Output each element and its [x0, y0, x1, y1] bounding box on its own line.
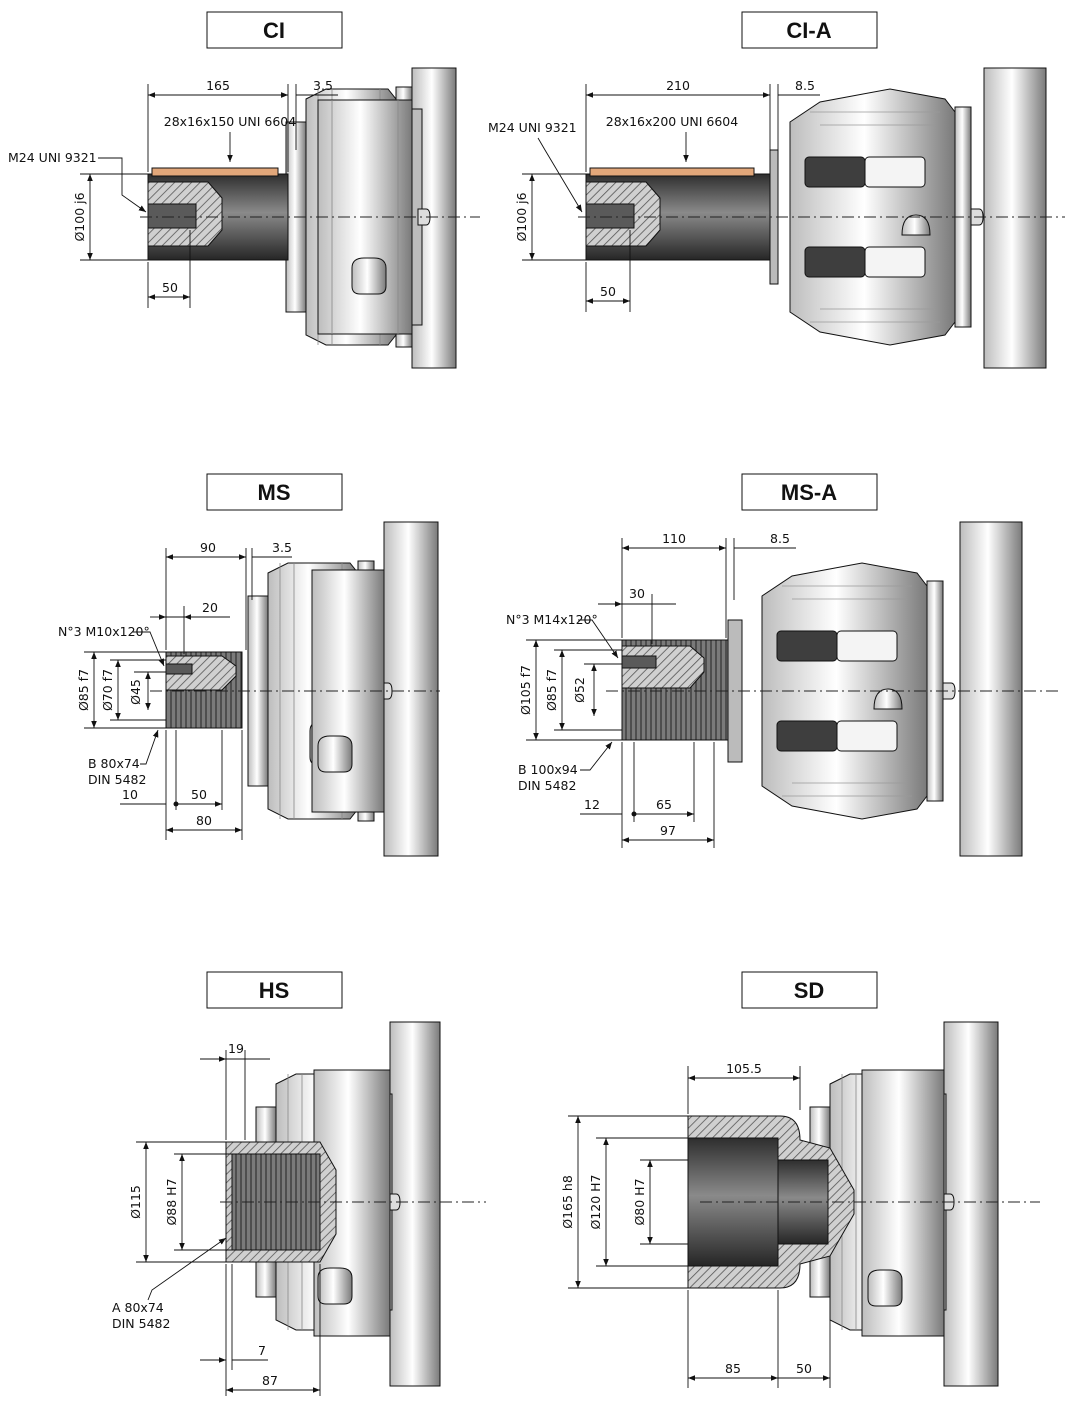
view-ms-a: MS-A 110 8.5 30 N°3 M14x120° Ø105 f7 Ø85…: [506, 473, 1060, 857]
dim-offset: 3.5: [272, 540, 292, 555]
shaft-diameter: Ø100 j6: [72, 192, 87, 241]
diam-inner: Ø88 H7: [164, 1178, 179, 1225]
diam-mid: Ø120 H7: [588, 1174, 603, 1229]
dim-length: 165: [206, 78, 230, 93]
dim-thread-depth: 30: [629, 586, 645, 601]
view-title-box: [206, 971, 343, 1009]
dim-a: 12: [584, 797, 600, 812]
spline-spec-line2: DIN 5482: [518, 778, 576, 793]
spline-spec-line2: DIN 5482: [88, 772, 146, 787]
view-title-box: [741, 473, 878, 511]
dim-a: 10: [122, 787, 138, 802]
shaft-key: [589, 167, 755, 177]
dim-offset: 3.5: [313, 78, 333, 93]
dim-length: 210: [666, 78, 690, 93]
inspection-port: [317, 1267, 353, 1305]
dim-offset: 8.5: [770, 531, 790, 546]
key-spec: 28x16x200 UNI 6604: [606, 114, 738, 129]
dim-length: 90: [200, 540, 216, 555]
diam-outer: Ø85 f7: [76, 669, 91, 711]
shaft-key: [151, 167, 279, 177]
view-title-box: [206, 473, 343, 511]
diam-mid: Ø70 f7: [100, 669, 115, 711]
dim-bottom: 87: [262, 1373, 278, 1388]
view-title: CI-A: [786, 18, 831, 43]
dim-left: 85: [725, 1361, 741, 1376]
view-title: CI: [263, 18, 285, 43]
thread-spec: N°3 M14x120°: [506, 612, 598, 627]
thread-spec: N°3 M10x120°: [58, 624, 150, 639]
dim-right: 50: [796, 1361, 812, 1376]
inspection-port: [867, 1269, 903, 1307]
thread-spec: M24 UNI 9321: [8, 150, 97, 165]
dim-length: 110: [662, 531, 686, 546]
view-title: HS: [259, 978, 290, 1003]
spline-spec-line1: B 100x94: [518, 762, 578, 777]
dim-top: 19: [228, 1041, 244, 1056]
diam-inner: Ø52: [572, 677, 587, 703]
inspection-port: [317, 735, 353, 773]
spline-spec-line1: A 80x74: [112, 1300, 164, 1315]
dim-thread: 50: [600, 284, 616, 299]
motor-flange: [959, 521, 1023, 857]
shaft-diameter: Ø100 j6: [514, 192, 529, 241]
dim-thread: 50: [162, 280, 178, 295]
dim-thread-depth: 20: [202, 600, 218, 615]
dim-small: 7: [258, 1343, 266, 1358]
dim-b: 65: [656, 797, 672, 812]
dim-c: 97: [660, 823, 676, 838]
view-title: MS: [258, 480, 291, 505]
dim-c: 80: [196, 813, 212, 828]
diam-mid: Ø85 f7: [544, 669, 559, 711]
spline-spec-line1: B 80x74: [88, 756, 140, 771]
dim-offset: 8.5: [795, 78, 815, 93]
view-ms: MS 90 3.5 20 N°3 M10x120° Ø85 f7 Ø70 f7: [58, 473, 440, 857]
motor-flange: [983, 67, 1047, 369]
diam-outer: Ø165 h8: [560, 1175, 575, 1229]
view-title: MS-A: [781, 480, 837, 505]
spline-spec-line2: DIN 5482: [112, 1316, 170, 1331]
dim-top: 105.5: [726, 1061, 762, 1076]
diam-outer: Ø115: [128, 1185, 143, 1219]
view-ci: CI 165 3.5 28x16x150 UNI 6604 M24 UNI 93…: [8, 11, 480, 369]
dim-b: 50: [191, 787, 207, 802]
thread-spec: M24 UNI 9321: [488, 120, 577, 135]
inspection-port: [351, 257, 387, 295]
motor-flange: [383, 521, 439, 857]
key-spec: 28x16x150 UNI 6604: [164, 114, 296, 129]
view-title: SD: [794, 978, 825, 1003]
view-sd: SD 105.5 Ø165 h8 Ø120 H7 Ø80 H7 85 50: [560, 971, 1040, 1388]
view-title-box: [741, 11, 878, 49]
view-hs: HS 19 Ø115 Ø88 H7 A 80x74 DIN 5482 7 87: [112, 971, 486, 1396]
view-ci-a: CI-A 210 8.5 28x16x200 UNI 6604 M24 UNI …: [488, 11, 1065, 369]
view-title-box: [206, 11, 343, 49]
diam-inner: Ø80 H7: [632, 1178, 647, 1225]
view-title-box: [741, 971, 878, 1009]
diam-inner: Ø45: [128, 679, 143, 705]
diam-outer: Ø105 f7: [518, 665, 533, 715]
